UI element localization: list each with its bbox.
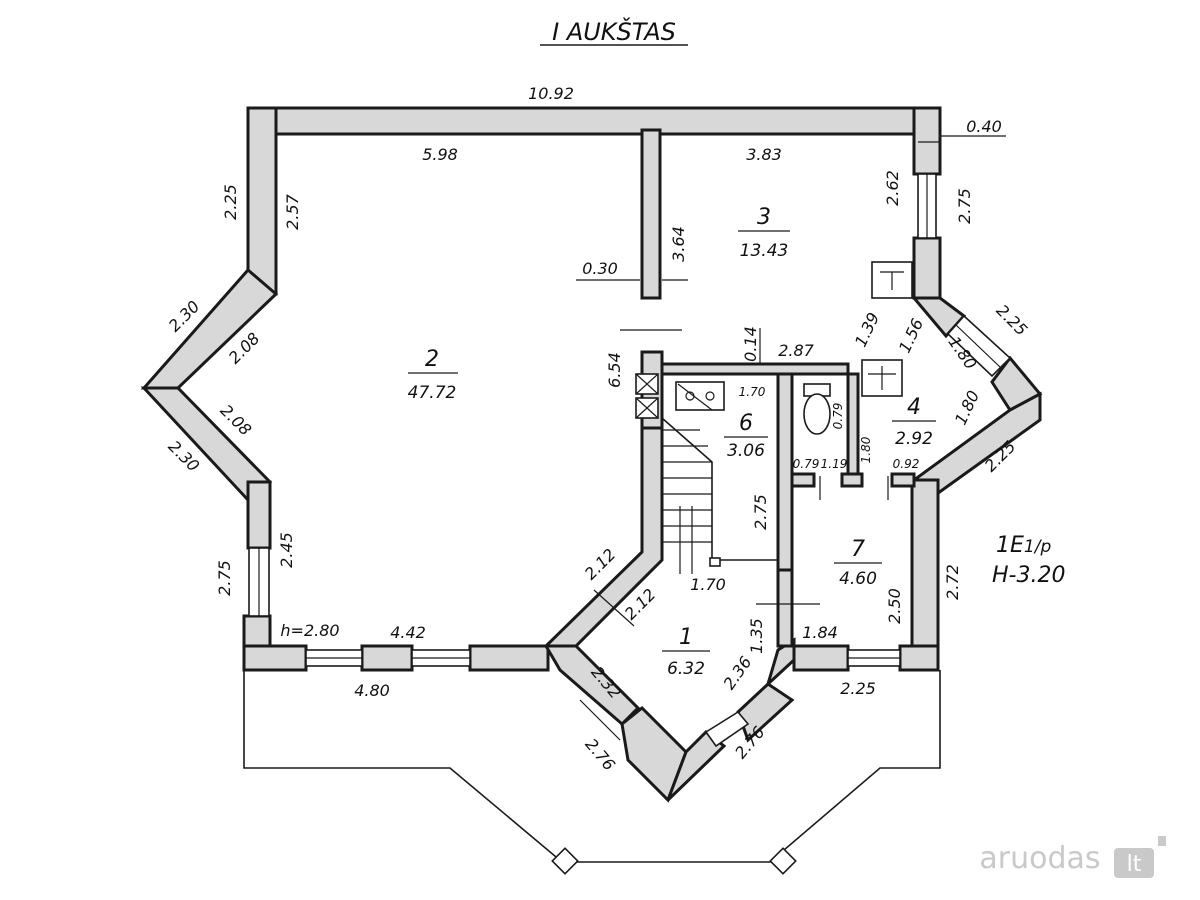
dim-wc-depth: 0.79 (831, 403, 845, 430)
windows (248, 173, 1012, 748)
room-3-number: 3 (757, 205, 771, 230)
room-labels: 2 47.72 3 13.43 6 3.06 4 2.92 7 4.60 1 6… (408, 205, 936, 679)
dim-right-diag-top: 2.25 (993, 301, 1032, 340)
room-7-number: 7 (851, 537, 865, 562)
dim-stair-h: 2.75 (751, 494, 770, 530)
dim-room4-d: 1.80 (859, 436, 873, 463)
watermark-badge (1114, 848, 1154, 878)
dim-wc-w1: 0.79 (793, 457, 820, 471)
watermark-chimney-icon (1158, 836, 1166, 846)
dim-room6-width: 1.70 (739, 385, 766, 399)
dim-right-outer: 2.72 (943, 564, 962, 600)
dim-hall-small: 1.35 (747, 618, 766, 654)
room-3-area: 13.43 (740, 241, 789, 261)
dim-room4-a: 1.56 (895, 316, 927, 356)
room-4-area: 2.92 (895, 429, 933, 449)
plan-title: I AUKŠTAS (552, 16, 676, 46)
dim-diag-right-1: 1.39 (851, 310, 883, 350)
dim-room2-window: 4.42 (390, 623, 426, 642)
legend-code-prefix: 1E (996, 533, 1024, 558)
staircase (661, 417, 778, 574)
terrace (243, 670, 941, 875)
dim-overall-width: 10.92 (528, 84, 574, 103)
watermark-tld: lt (1127, 852, 1142, 877)
dim-corridor-width: 2.87 (778, 341, 814, 360)
fixtures (635, 261, 913, 435)
legend-code: 1E1/p (996, 533, 1051, 558)
room-6-number: 6 (739, 411, 753, 436)
dim-bottom-left: 4.80 (354, 681, 390, 700)
dim-wall-thickness: 0.40 (966, 117, 1002, 136)
plan-legend: 1E1/p H-3.20 (992, 533, 1065, 588)
room-1-area: 6.32 (667, 659, 705, 679)
room-2-number: 2 (425, 347, 439, 372)
dim-partition-thickness: 0.30 (582, 259, 618, 278)
sink-icon (675, 381, 725, 411)
column-icon (551, 847, 579, 875)
dim-room-height-note: h=2.80 (280, 621, 339, 640)
dim-partition-height: 3.64 (669, 226, 688, 262)
dim-room3-width: 3.83 (746, 145, 782, 164)
dim-room2-width: 5.98 (422, 145, 458, 164)
dim-room3-right-outer: 2.75 (955, 188, 974, 224)
room-7-area: 4.60 (839, 569, 877, 589)
room-2-area: 47.72 (408, 383, 457, 403)
interior-walls (542, 128, 916, 648)
outer-walls (140, 106, 1043, 803)
dim-hall-diag-4: 2.36 (719, 653, 755, 693)
legend-code-fraction: 1/p (1024, 537, 1052, 557)
dim-wc-w2: 1.19 (821, 457, 848, 471)
room-4-number: 4 (907, 395, 921, 420)
room-6-area: 3.06 (727, 441, 765, 461)
dim-room4-e: 0.92 (893, 457, 920, 471)
dim-left-lower-outer: 2.75 (215, 560, 234, 596)
dim-room4-c: 1.80 (951, 388, 983, 428)
toilet-bowl-icon (803, 393, 831, 435)
dim-room2-depth: 6.54 (605, 352, 624, 388)
dim-room7-width: 1.84 (802, 623, 838, 642)
room-1-number: 1 (679, 625, 693, 650)
dim-hall-diag-5: 2.76 (581, 735, 618, 775)
dimension-lines (576, 135, 1006, 741)
dim-left-lower-inner: 2.45 (277, 532, 296, 568)
dim-stair-w: 1.70 (690, 575, 726, 594)
column-icon (769, 847, 797, 875)
dim-corridor-small: 0.14 (741, 326, 760, 362)
legend-height: H-3.20 (992, 563, 1065, 588)
dim-room3-right-inner: 2.62 (883, 170, 902, 206)
watermark: aruodas lt (979, 836, 1166, 878)
dim-left-upper-inner: 2.57 (283, 193, 302, 229)
dim-room7-depth: 2.50 (885, 588, 904, 624)
dim-bottom-right: 2.25 (840, 679, 876, 698)
watermark-brand: aruodas (979, 841, 1100, 876)
dim-hall-diag-1: 2.12 (581, 545, 620, 584)
dim-left-upper: 2.25 (221, 184, 240, 220)
